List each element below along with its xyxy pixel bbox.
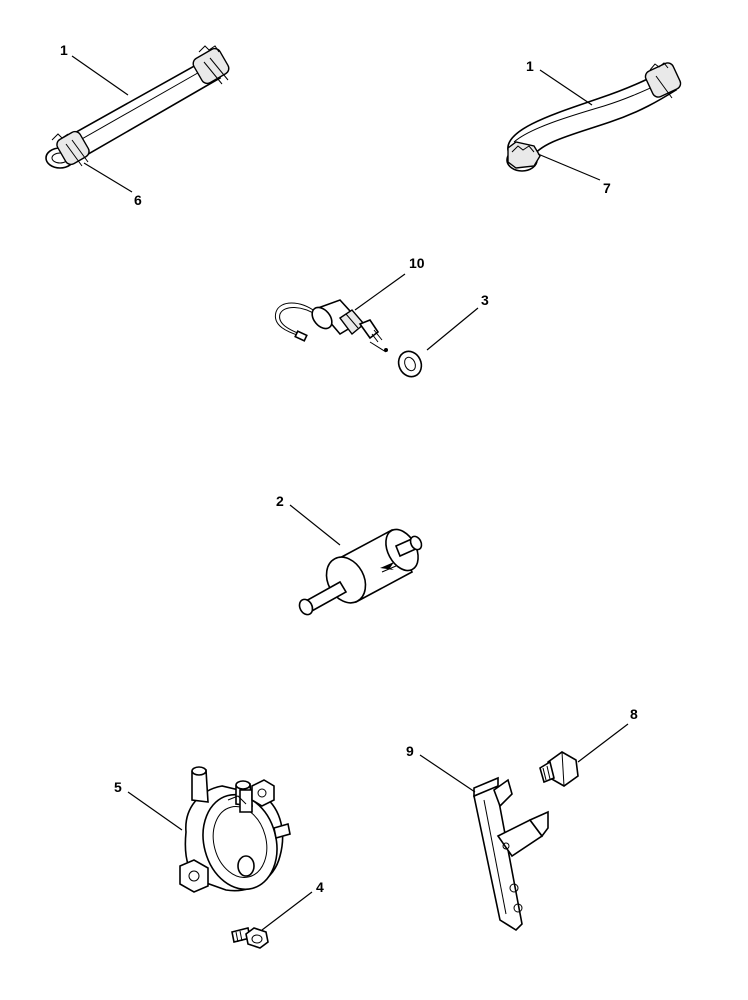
callout-5: 5 <box>114 779 122 795</box>
hose-clamp-lower <box>45 130 90 169</box>
hose-clamp-right <box>644 62 682 99</box>
callout-10: 10 <box>409 255 425 271</box>
fuel-filter <box>298 528 423 616</box>
mounting-bolt <box>231 927 269 949</box>
hose-clamp-left <box>506 141 541 172</box>
callout-9: 9 <box>406 743 414 759</box>
curved-hose <box>506 62 682 172</box>
sealing-washer <box>397 350 423 378</box>
hose-clamp-upper <box>192 45 230 85</box>
callout-3: 3 <box>481 292 489 308</box>
fuel-pump <box>179 766 291 893</box>
callout-6: 6 <box>134 192 142 208</box>
callout-8: 8 <box>630 706 638 722</box>
callout-1-left: 1 <box>60 42 68 58</box>
straight-hose <box>45 45 230 169</box>
callout-7: 7 <box>603 180 611 196</box>
plug-fitting <box>539 751 579 787</box>
sensor-with-wire <box>274 299 388 353</box>
callout-1-right: 1 <box>526 58 534 74</box>
callout-4: 4 <box>316 879 324 895</box>
callout-2: 2 <box>276 493 284 509</box>
mounting-bracket <box>473 776 549 932</box>
